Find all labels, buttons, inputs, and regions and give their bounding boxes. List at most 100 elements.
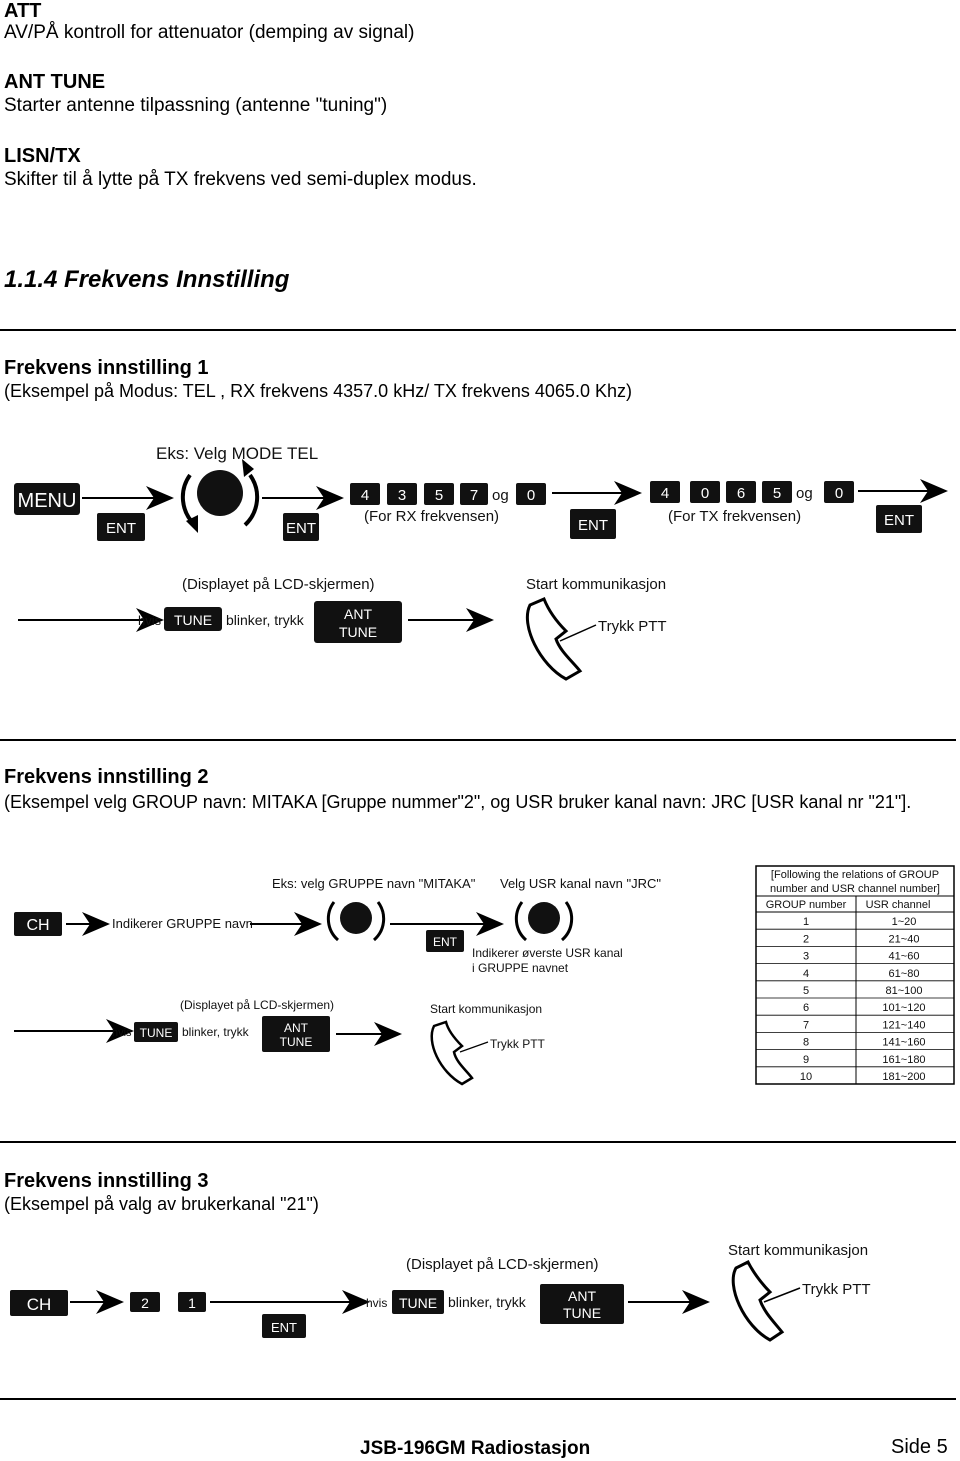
table-row: 5 81~100: [756, 985, 954, 999]
digit-key: 1: [178, 1292, 206, 1312]
table-cell-usr: 1~20: [892, 916, 917, 928]
table-row: 2 21~40: [756, 933, 954, 947]
table-cell-group: 2: [803, 933, 809, 945]
svg-text:ANT: ANT: [284, 1021, 309, 1035]
table-cell-usr: 61~80: [889, 968, 920, 980]
table-cell-usr: 161~180: [882, 1054, 925, 1066]
ptt-handset-icon: [731, 1259, 801, 1342]
svg-text:ENT: ENT: [578, 517, 608, 534]
s2-desc: (Eksempel velg GROUP navn: MITAKA [Grupp…: [4, 792, 912, 812]
start-label: Start kommunikasjon: [430, 1002, 542, 1016]
table-cell-usr: 81~100: [885, 985, 922, 997]
svg-text:TUNE: TUNE: [399, 1295, 437, 1311]
start-label: Start kommunikasjon: [728, 1242, 868, 1259]
menu-key: MENU: [14, 483, 80, 515]
s2-diagram: Eks: velg GRUPPE navn "MITAKA" Velg USR …: [14, 865, 955, 1086]
section-heading: 1.1.4 Frekvens Innstilling: [4, 266, 290, 293]
def-desc-att: AV/PÅ kontroll for attenuator (demping a…: [4, 22, 415, 43]
ptt-handset-icon: [430, 1020, 489, 1086]
ent-key: ENT: [426, 930, 464, 952]
ent-key: ENT: [876, 505, 922, 533]
footer-page-number: Side 5: [891, 1436, 948, 1458]
s1-diagram: Eks: Velg MODE TEL MENU ENT ENT 4 3 5 7 …: [14, 444, 948, 681]
blinker-label: blinker, trykk: [448, 1294, 527, 1310]
svg-text:ANT: ANT: [568, 1288, 596, 1304]
for-rx-label: (For RX frekvensen): [364, 508, 499, 525]
table-cell-usr: 101~120: [882, 1002, 925, 1014]
table-cell-usr: 41~60: [889, 951, 920, 963]
tune-indicator: TUNE: [164, 607, 222, 631]
svg-text:3: 3: [398, 487, 406, 504]
table-cell-usr: 21~40: [889, 933, 920, 945]
tune-indicator: TUNE: [392, 1290, 444, 1314]
svg-text:0: 0: [527, 487, 535, 504]
table-row: 4 61~80: [756, 968, 954, 982]
digit-key: 0: [824, 481, 854, 503]
def-desc-ant-tune: Starter antenne tilpassning (antenne "tu…: [4, 95, 388, 116]
svg-text:4: 4: [361, 487, 369, 504]
s3-diagram: CH 2 1 ENT (Displayet på LCD-skjermen) h…: [10, 1242, 871, 1342]
s3-desc: (Eksempel på valg av brukerkanal "21"): [4, 1194, 319, 1214]
digit-key: 4: [350, 483, 380, 505]
start-label: Start kommunikasjon: [526, 576, 666, 593]
display-label: (Displayet på LCD-skjermen): [406, 1256, 599, 1273]
svg-text:TUNE: TUNE: [563, 1305, 601, 1321]
table-row: 9 161~180: [756, 1054, 954, 1068]
digit-key: 7: [460, 483, 488, 505]
def-term-ant-tune: ANT TUNE: [4, 71, 106, 93]
digit-key: 2: [130, 1292, 160, 1312]
table-cell-usr: 141~160: [882, 1037, 925, 1049]
svg-text:CH: CH: [26, 917, 49, 934]
svg-text:7: 7: [470, 487, 478, 504]
ant-tune-key: ANT TUNE: [540, 1284, 624, 1324]
digit-key: 4: [650, 481, 680, 503]
svg-text:2: 2: [141, 1295, 149, 1311]
svg-text:5: 5: [773, 485, 781, 502]
def-term-att: ATT: [4, 0, 42, 22]
ptt-handset-icon: [525, 597, 597, 681]
svg-text:0: 0: [835, 485, 843, 502]
svg-text:ANT: ANT: [344, 606, 372, 622]
table-cell-group: 5: [803, 985, 809, 997]
svg-text:1: 1: [188, 1295, 196, 1311]
svg-text:TUNE: TUNE: [140, 1026, 173, 1040]
svg-text:ENT: ENT: [884, 512, 914, 529]
svg-text:6: 6: [737, 485, 745, 502]
tune-indicator: TUNE: [134, 1022, 178, 1042]
table-caption: number and USR channel number]: [770, 883, 940, 895]
ptt-label: Trykk PTT: [802, 1281, 871, 1298]
hvis-label: hvis: [112, 1027, 132, 1039]
display-label: (Displayet på LCD-skjermen): [182, 576, 375, 593]
s1-title: Frekvens innstilling 1: [4, 357, 209, 379]
table-cell-usr: 121~140: [882, 1019, 925, 1031]
ent-key: ENT: [283, 513, 319, 541]
ent-key: ENT: [570, 509, 616, 539]
hvis-label: hvis: [138, 613, 162, 628]
table-cell-group: 4: [803, 968, 809, 980]
svg-text:ENT: ENT: [433, 935, 458, 949]
ind-usr-label: Indikerer øverste USR kanal: [472, 946, 623, 960]
svg-text:5: 5: [435, 487, 443, 504]
ant-tune-key: ANT TUNE: [314, 601, 402, 643]
digit-key: 5: [424, 483, 454, 505]
og-label: og: [796, 485, 813, 502]
svg-text:0: 0: [701, 485, 709, 502]
og-label: og: [492, 487, 509, 504]
group-usr-table: [Following the relations of GROUP number…: [755, 865, 955, 1085]
table-cell-group: 9: [803, 1054, 809, 1066]
svg-text:CH: CH: [27, 1295, 52, 1314]
ent-key: ENT: [262, 1314, 306, 1338]
s1-desc: (Eksempel på Modus: TEL , RX frekvens 43…: [4, 381, 632, 401]
footer-doc-title: JSB-196GM Radiostasjon: [360, 1438, 591, 1459]
table-header: USR channel: [866, 899, 931, 911]
ch-key: CH: [14, 912, 62, 936]
hvis-label: hvis: [366, 1296, 387, 1310]
svg-text:TUNE: TUNE: [339, 624, 377, 640]
digit-key: 0: [516, 483, 546, 505]
blinker-label: blinker, trykk: [182, 1025, 250, 1039]
svg-text:TUNE: TUNE: [280, 1035, 313, 1049]
